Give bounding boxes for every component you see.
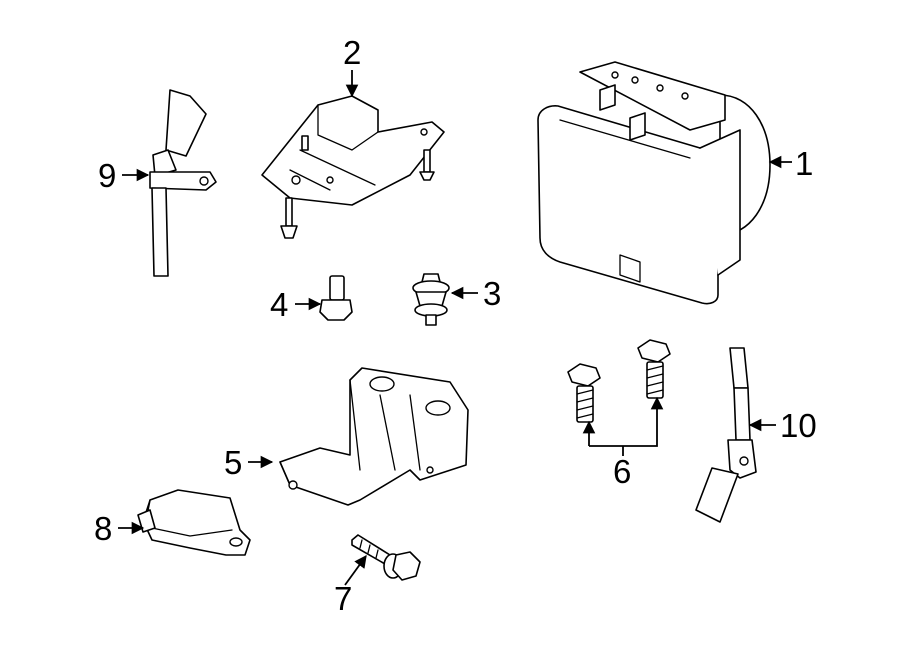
leader-lines <box>118 70 792 586</box>
yaw-rate-sensor <box>137 489 251 556</box>
callout-4: 4 <box>270 286 288 323</box>
stud <box>319 275 353 321</box>
wheel-speed-sensor-left <box>149 89 217 277</box>
mounting-bracket <box>261 95 445 239</box>
callout-8: 8 <box>94 510 112 547</box>
callout-6: 6 <box>613 453 631 490</box>
bracket <box>279 367 469 506</box>
grommet <box>412 273 450 326</box>
bolt <box>351 534 421 581</box>
callout-2: 2 <box>343 34 361 71</box>
callout-10: 10 <box>780 407 817 444</box>
callout-5: 5 <box>224 444 242 481</box>
callout-7: 7 <box>334 580 352 617</box>
callout-9: 9 <box>98 157 116 194</box>
callout-3: 3 <box>483 275 501 312</box>
callout-1: 1 <box>795 145 813 182</box>
leader-6b <box>589 396 664 447</box>
wheel-speed-sensor-right <box>695 347 757 523</box>
leader-7 <box>344 554 367 586</box>
callouts: 1 2 3 4 5 6 7 8 9 10 <box>94 34 817 617</box>
abs-modulator-unit <box>537 61 771 305</box>
bolt-pair <box>567 339 671 423</box>
